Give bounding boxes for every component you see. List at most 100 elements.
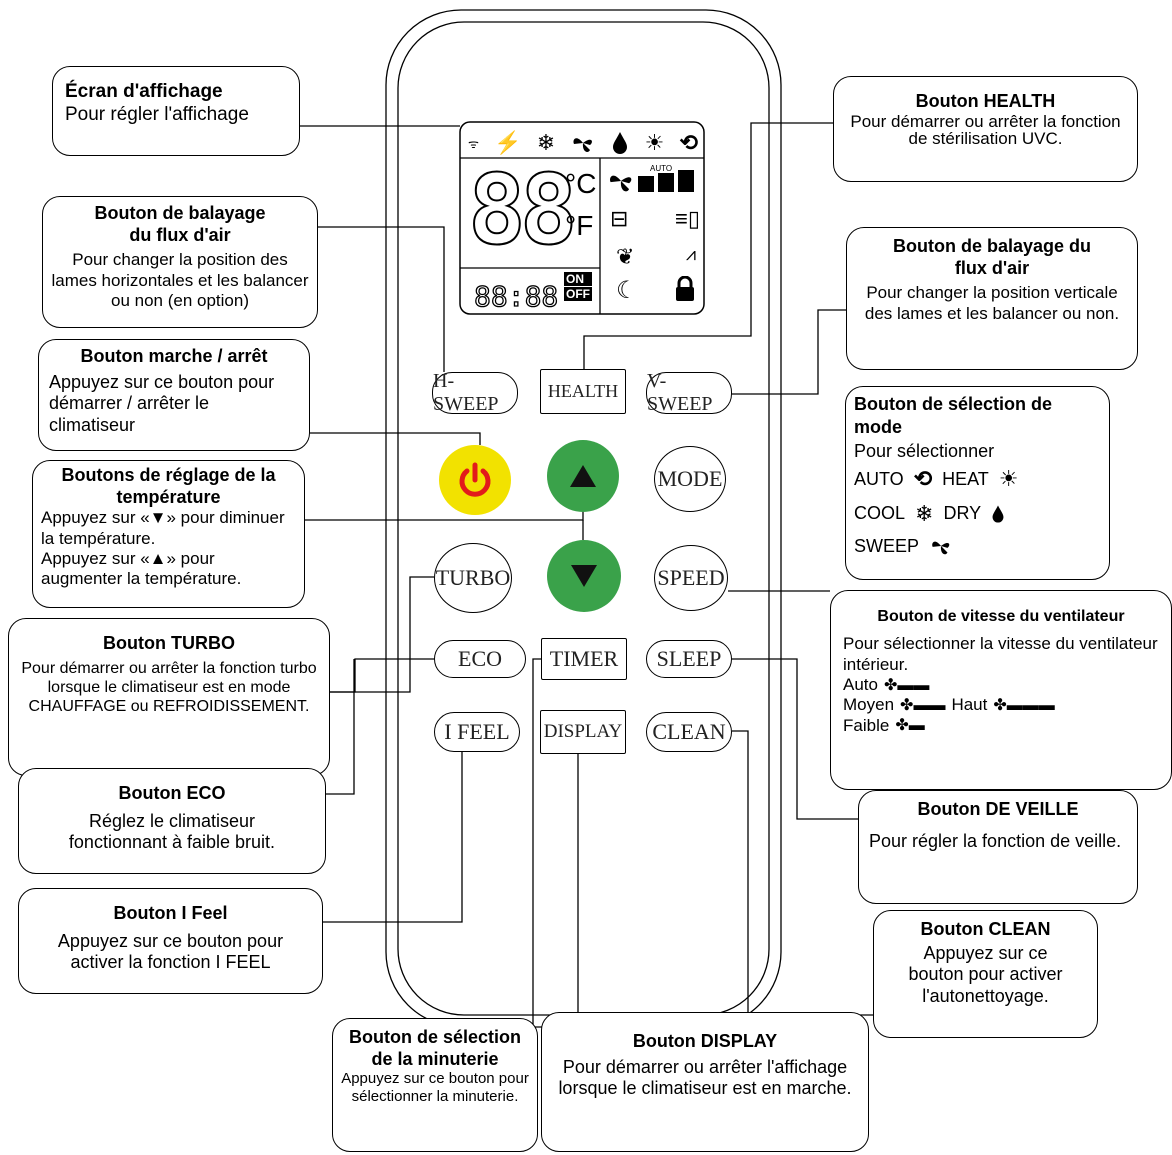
speed-line-moyen-haut: Moyen ✤▬▬ Haut ✤▬▬▬ xyxy=(843,695,1159,715)
callout-title: Bouton I Feel xyxy=(113,903,228,923)
on-label: ON xyxy=(564,272,592,286)
off-label: OFF xyxy=(564,287,592,301)
callout-title: Écran d'affichage xyxy=(65,81,223,102)
on-off-indicator: ON OFF xyxy=(564,272,592,301)
speed-haut-label: Haut xyxy=(951,695,988,715)
mode-line-auto-heat: AUTO ⟲ HEAT ☀ xyxy=(854,465,1101,494)
heater-icon: ⩘ xyxy=(685,244,696,264)
callout-title: Bouton de balayage du flux d'air xyxy=(94,203,266,245)
callout-title: Bouton DE VEILLE xyxy=(917,799,1079,819)
temp-digits: 88 xyxy=(467,154,579,266)
callout-text: Pour démarrer ou arrêter la fonction tur… xyxy=(21,659,317,715)
eco-button[interactable]: ECO xyxy=(434,640,526,678)
callout-marche: Bouton marche / arrêt Appuyez sur ce bou… xyxy=(38,339,310,451)
mode-dry-label: DRY xyxy=(943,503,982,524)
sleep-button[interactable]: SLEEP xyxy=(646,640,732,678)
callout-line2: Appuyez sur «▲» pour augmenter la tempér… xyxy=(41,548,242,589)
callout-title: Bouton HEALTH xyxy=(915,91,1056,111)
temp-up-button[interactable] xyxy=(547,440,619,512)
snowflake-icon: ❄ xyxy=(915,500,934,526)
callout-v-balayage: Bouton de balayage du flux d'air Pour ch… xyxy=(846,227,1138,370)
vane-icons: ⊟ ≡▯ xyxy=(610,206,700,242)
lcd-screen: ᯤ ⚡ ❄ ☀ ⟲ 88 °C °F AUTO ⊟ ≡▯ ❦ ⩘ ☾ 88:88… xyxy=(460,122,704,314)
callout-text: Pour démarrer ou arrêter l'affichage lor… xyxy=(558,1056,852,1099)
callout-text: Pour sélectionner la vitesse du ventilat… xyxy=(843,634,1158,674)
speed-auto-label: Auto xyxy=(843,674,878,694)
drop-icon xyxy=(613,132,628,154)
v-sweep-button[interactable]: V-SWEEP xyxy=(646,370,732,415)
callout-text: Appuyez sur ce bouton pour activer l'aut… xyxy=(908,942,1063,1006)
callout-temperature: Boutons de réglage de la température App… xyxy=(32,460,305,608)
callout-title: Bouton CLEAN xyxy=(920,919,1051,939)
callout-vitesse: Bouton de vitesse du ventilateur Pour sé… xyxy=(830,590,1172,790)
health-button[interactable]: HEALTH xyxy=(540,369,626,414)
callout-health: Bouton HEALTH Pour démarrer ou arrêter l… xyxy=(833,76,1138,182)
callout-title: Bouton DISPLAY xyxy=(632,1031,778,1051)
callout-title: Bouton ECO xyxy=(118,783,226,803)
speed-faible-label: Faible xyxy=(843,715,890,735)
auto-label: AUTO xyxy=(650,164,673,173)
mode-sweep-label: SWEEP xyxy=(854,535,920,556)
fan-speed-indicator: AUTO xyxy=(606,164,702,196)
speed-button[interactable]: SPEED xyxy=(654,545,728,611)
callout-title: Bouton de sélection de la minuterie xyxy=(348,1027,521,1069)
power-button[interactable] xyxy=(439,445,511,515)
sun-icon: ☀ xyxy=(644,130,665,155)
speed-indicator-auto-icon: ✤▬▬ xyxy=(883,676,930,694)
fahrenheit-label: °F xyxy=(565,210,594,241)
temp-down-button[interactable] xyxy=(547,540,621,612)
arrow-down-icon xyxy=(571,565,597,587)
callout-title: Bouton TURBO xyxy=(103,633,235,653)
callout-ifeel: Bouton I Feel Appuyez sur ce bouton pour… xyxy=(18,888,323,994)
drop-icon xyxy=(992,505,1004,523)
clean-button[interactable]: CLEAN xyxy=(646,712,732,752)
callout-veille: Bouton DE VEILLE Pour régler la fonction… xyxy=(858,790,1138,904)
arrow-up-icon xyxy=(570,465,596,487)
callout-title: Bouton de vitesse du ventilateur xyxy=(877,608,1125,625)
auto-cycle-icon: ⟲ xyxy=(913,466,933,492)
speed-indicator-faible-icon: ✤▬ xyxy=(895,717,925,735)
mode-intro: Pour sélectionner xyxy=(854,440,995,461)
mode-heat-label: HEAT xyxy=(942,468,989,489)
lcd-temperature: 88 xyxy=(467,159,588,261)
callout-minuterie: Bouton de sélection de la minuterie Appu… xyxy=(332,1018,538,1152)
callout-text: Pour régler l'affichage xyxy=(65,103,249,125)
callout-ecran: Écran d'affichage Pour régler l'affichag… xyxy=(52,66,300,156)
callout-text: Pour changer la position verticale des l… xyxy=(864,283,1120,323)
lcd-clock: 88:88 xyxy=(473,279,559,313)
callout-title: Bouton marche / arrêt xyxy=(80,346,268,366)
lcd-frame xyxy=(459,121,705,315)
callout-turbo: Bouton TURBO Pour démarrer ou arrêter la… xyxy=(8,618,330,776)
lcd-mode-icons: ᯤ ⚡ ❄ ☀ ⟲ xyxy=(468,128,698,158)
i-feel-button[interactable]: I FEEL xyxy=(434,712,520,752)
snowflake-icon: ❄ xyxy=(536,130,556,155)
eco-health-icons: ❦ ⩘ xyxy=(616,244,696,274)
callout-text: Réglez le climatiseur fonctionnant à fai… xyxy=(68,810,276,853)
mode-button[interactable]: MODE xyxy=(654,446,726,512)
callout-clean: Bouton CLEAN Appuyez sur ce bouton pour … xyxy=(873,910,1098,1038)
mode-line-sweep: SWEEP xyxy=(854,534,1101,558)
turbo-icon: ⚡ xyxy=(494,130,522,155)
sun-icon: ☀ xyxy=(998,466,1019,492)
callout-text: Appuyez sur ce bouton pour sélectionner … xyxy=(341,1070,529,1106)
fan-icon xyxy=(932,542,950,555)
signal-icon: ᯤ xyxy=(468,136,479,151)
h-sweep-button[interactable]: H-SWEEP xyxy=(432,370,518,415)
timer-button[interactable]: TIMER xyxy=(541,638,627,680)
mode-cool-label: COOL xyxy=(854,503,906,524)
turbo-button[interactable]: TURBO xyxy=(434,543,512,613)
horizontal-vane-icon: ⊟ xyxy=(610,206,629,231)
display-button[interactable]: DISPLAY xyxy=(540,710,626,754)
callout-h-balayage: Bouton de balayage du flux d'air Pour ch… xyxy=(42,196,318,328)
callout-text: Appuyez sur ce bouton pour activer la fo… xyxy=(57,930,284,973)
callout-title: Boutons de réglage de la température xyxy=(61,465,276,507)
callout-line1: Appuyez sur «▼» pour diminuer la tempéra… xyxy=(41,508,285,548)
callout-text: Pour régler la fonction de veille. xyxy=(869,830,1122,851)
power-icon xyxy=(459,462,491,497)
speed-line-faible: Faible ✤▬ xyxy=(843,716,1159,736)
callout-eco: Bouton ECO Réglez le climatiseur fonctio… xyxy=(18,768,326,874)
lock-icon xyxy=(676,276,694,301)
vertical-vane-icon: ≡▯ xyxy=(675,206,700,231)
